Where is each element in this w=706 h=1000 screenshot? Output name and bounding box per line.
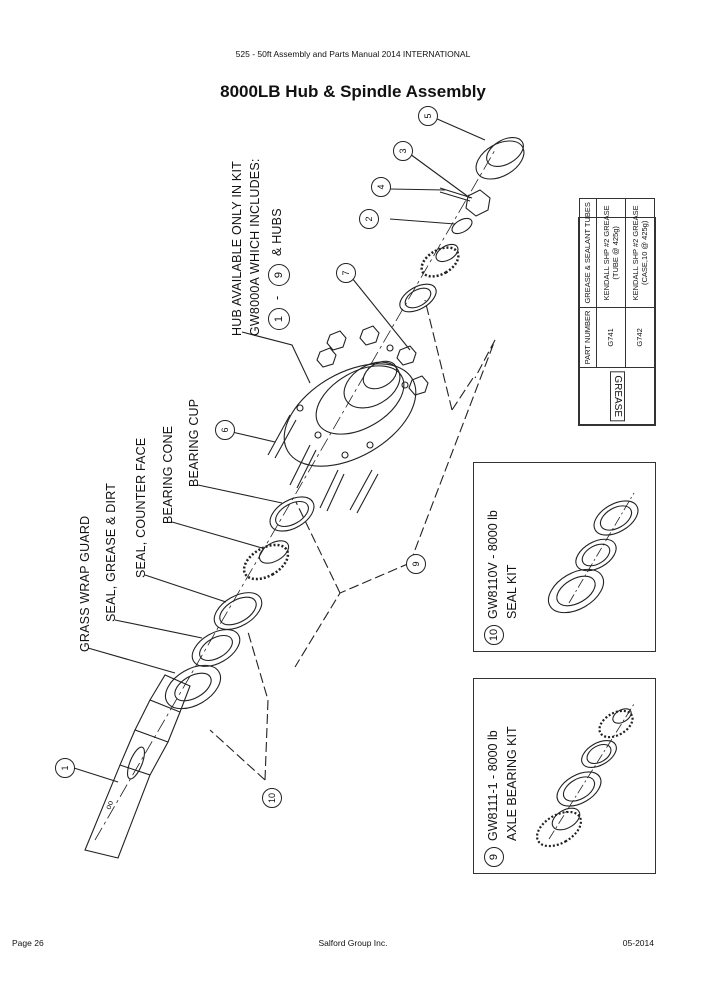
manual-header: 525 - 50ft Assembly and Parts Manual 201… [235,49,471,59]
hub-note-line2: GW8000A WHICH INCLUDES: [248,158,262,336]
balloon-item-4: 4 [371,177,391,197]
svg-text:oo: oo [104,799,116,811]
lug-nuts-part [316,325,429,396]
balloon-item-6: 6 [215,420,235,440]
footer-page-number: Page 26 [12,938,44,948]
seal-kit-box: 10 GW8110V - 8000 lb SEAL KIT [473,462,656,652]
hub-note-line1: HUB AVAILABLE ONLY IN KIT [230,161,244,336]
bearing-kit-part: GW8111-1 - 8000 lb [486,730,500,841]
seal-grease-dirt-part [191,629,241,667]
description-cell: KENDALL SHP #2 GREASE(TUBE @ 425g) [596,198,626,308]
footer-date: 05-2014 [622,938,654,948]
bearing-cup-label: BEARING CUP [187,398,201,487]
cotter-pin-part [439,187,473,202]
balloon-item-3: 3 [393,141,413,161]
seal-counter-face-label: SEAL, COUNTER FACE [134,437,148,578]
balloon-item-5: 5 [418,106,438,126]
hub-note-range-end-balloon: 9 [268,264,290,286]
grass-wrap-guard-part [164,664,222,710]
grease-table-box: GREASE PART NUMBER GREASE & SEALANT TUBE… [578,198,656,426]
balloon-item-2: 2 [359,209,379,229]
grass-wrap-guard-label: GRASS WRAP GUARD [78,515,92,652]
seal-kit-drawing [547,492,639,614]
outer-bearing-cone-part [420,243,460,278]
bearing-kit-caption: 9 GW8111-1 - 8000 lb AXLE BEARING KIT [484,726,520,867]
description-cell: KENDALL SHP #2 GREASE(CASE,10 @ 425g) [625,198,655,308]
hub-note-dash: - [270,295,284,300]
bearing-kit-name: AXLE BEARING KIT [505,726,519,841]
footer-company: Salford Group Inc. [318,938,388,948]
hub-note-tail: & HUBS [270,208,284,256]
spindle-washer-part [451,217,473,235]
axle-bearing-kit-box: 9 GW8111-1 - 8000 lb AXLE BEARING KIT [473,678,656,874]
page-title: 8000LB Hub & Spindle Assembly [220,82,486,101]
spindle-part: oo [84,674,191,859]
bearing-cup-part [269,496,315,532]
col-part-number: PART NUMBER [579,307,597,368]
outer-bearing-cup-part [399,283,437,313]
seal-kit-part: GW8110V - 8000 lb [486,510,500,619]
balloon-item-7: 7 [336,263,356,283]
seal-grease-dirt-label: SEAL, GREASE & DIRT [104,482,118,622]
bearing-kit-drawing [535,703,635,848]
bearing-cone-part [242,540,290,581]
hub-note-range-start-balloon: 1 [268,308,290,330]
balloon-item-10: 10 [262,788,282,808]
bearing-cone-label: BEARING CONE [161,425,175,524]
dust-cap-part [475,137,525,180]
seal-kit-name: SEAL KIT [505,564,519,619]
grease-tube-icon: GREASE [609,371,625,421]
seal-counter-face-part [213,592,263,630]
balloon-item-9: 9 [406,554,426,574]
balloon-item-1: 1 [55,758,75,778]
bearing-kit-number-balloon: 9 [484,847,504,867]
seal-kit-number-balloon: 10 [484,625,504,645]
seal-kit-caption: 10 GW8110V - 8000 lb SEAL KIT [484,510,520,645]
hub-part [283,344,417,467]
part-number-cell: G741 [596,307,626,368]
grease-table: GREASE PART NUMBER GREASE & SEALANT TUBE… [579,198,655,425]
col-description: GREASE & SEALANT TUBES [579,198,597,308]
grease-icon-cell: GREASE [579,367,655,425]
part-number-cell: G742 [625,307,655,368]
castle-nut-part [465,189,491,217]
wheel-studs-part [267,414,379,514]
